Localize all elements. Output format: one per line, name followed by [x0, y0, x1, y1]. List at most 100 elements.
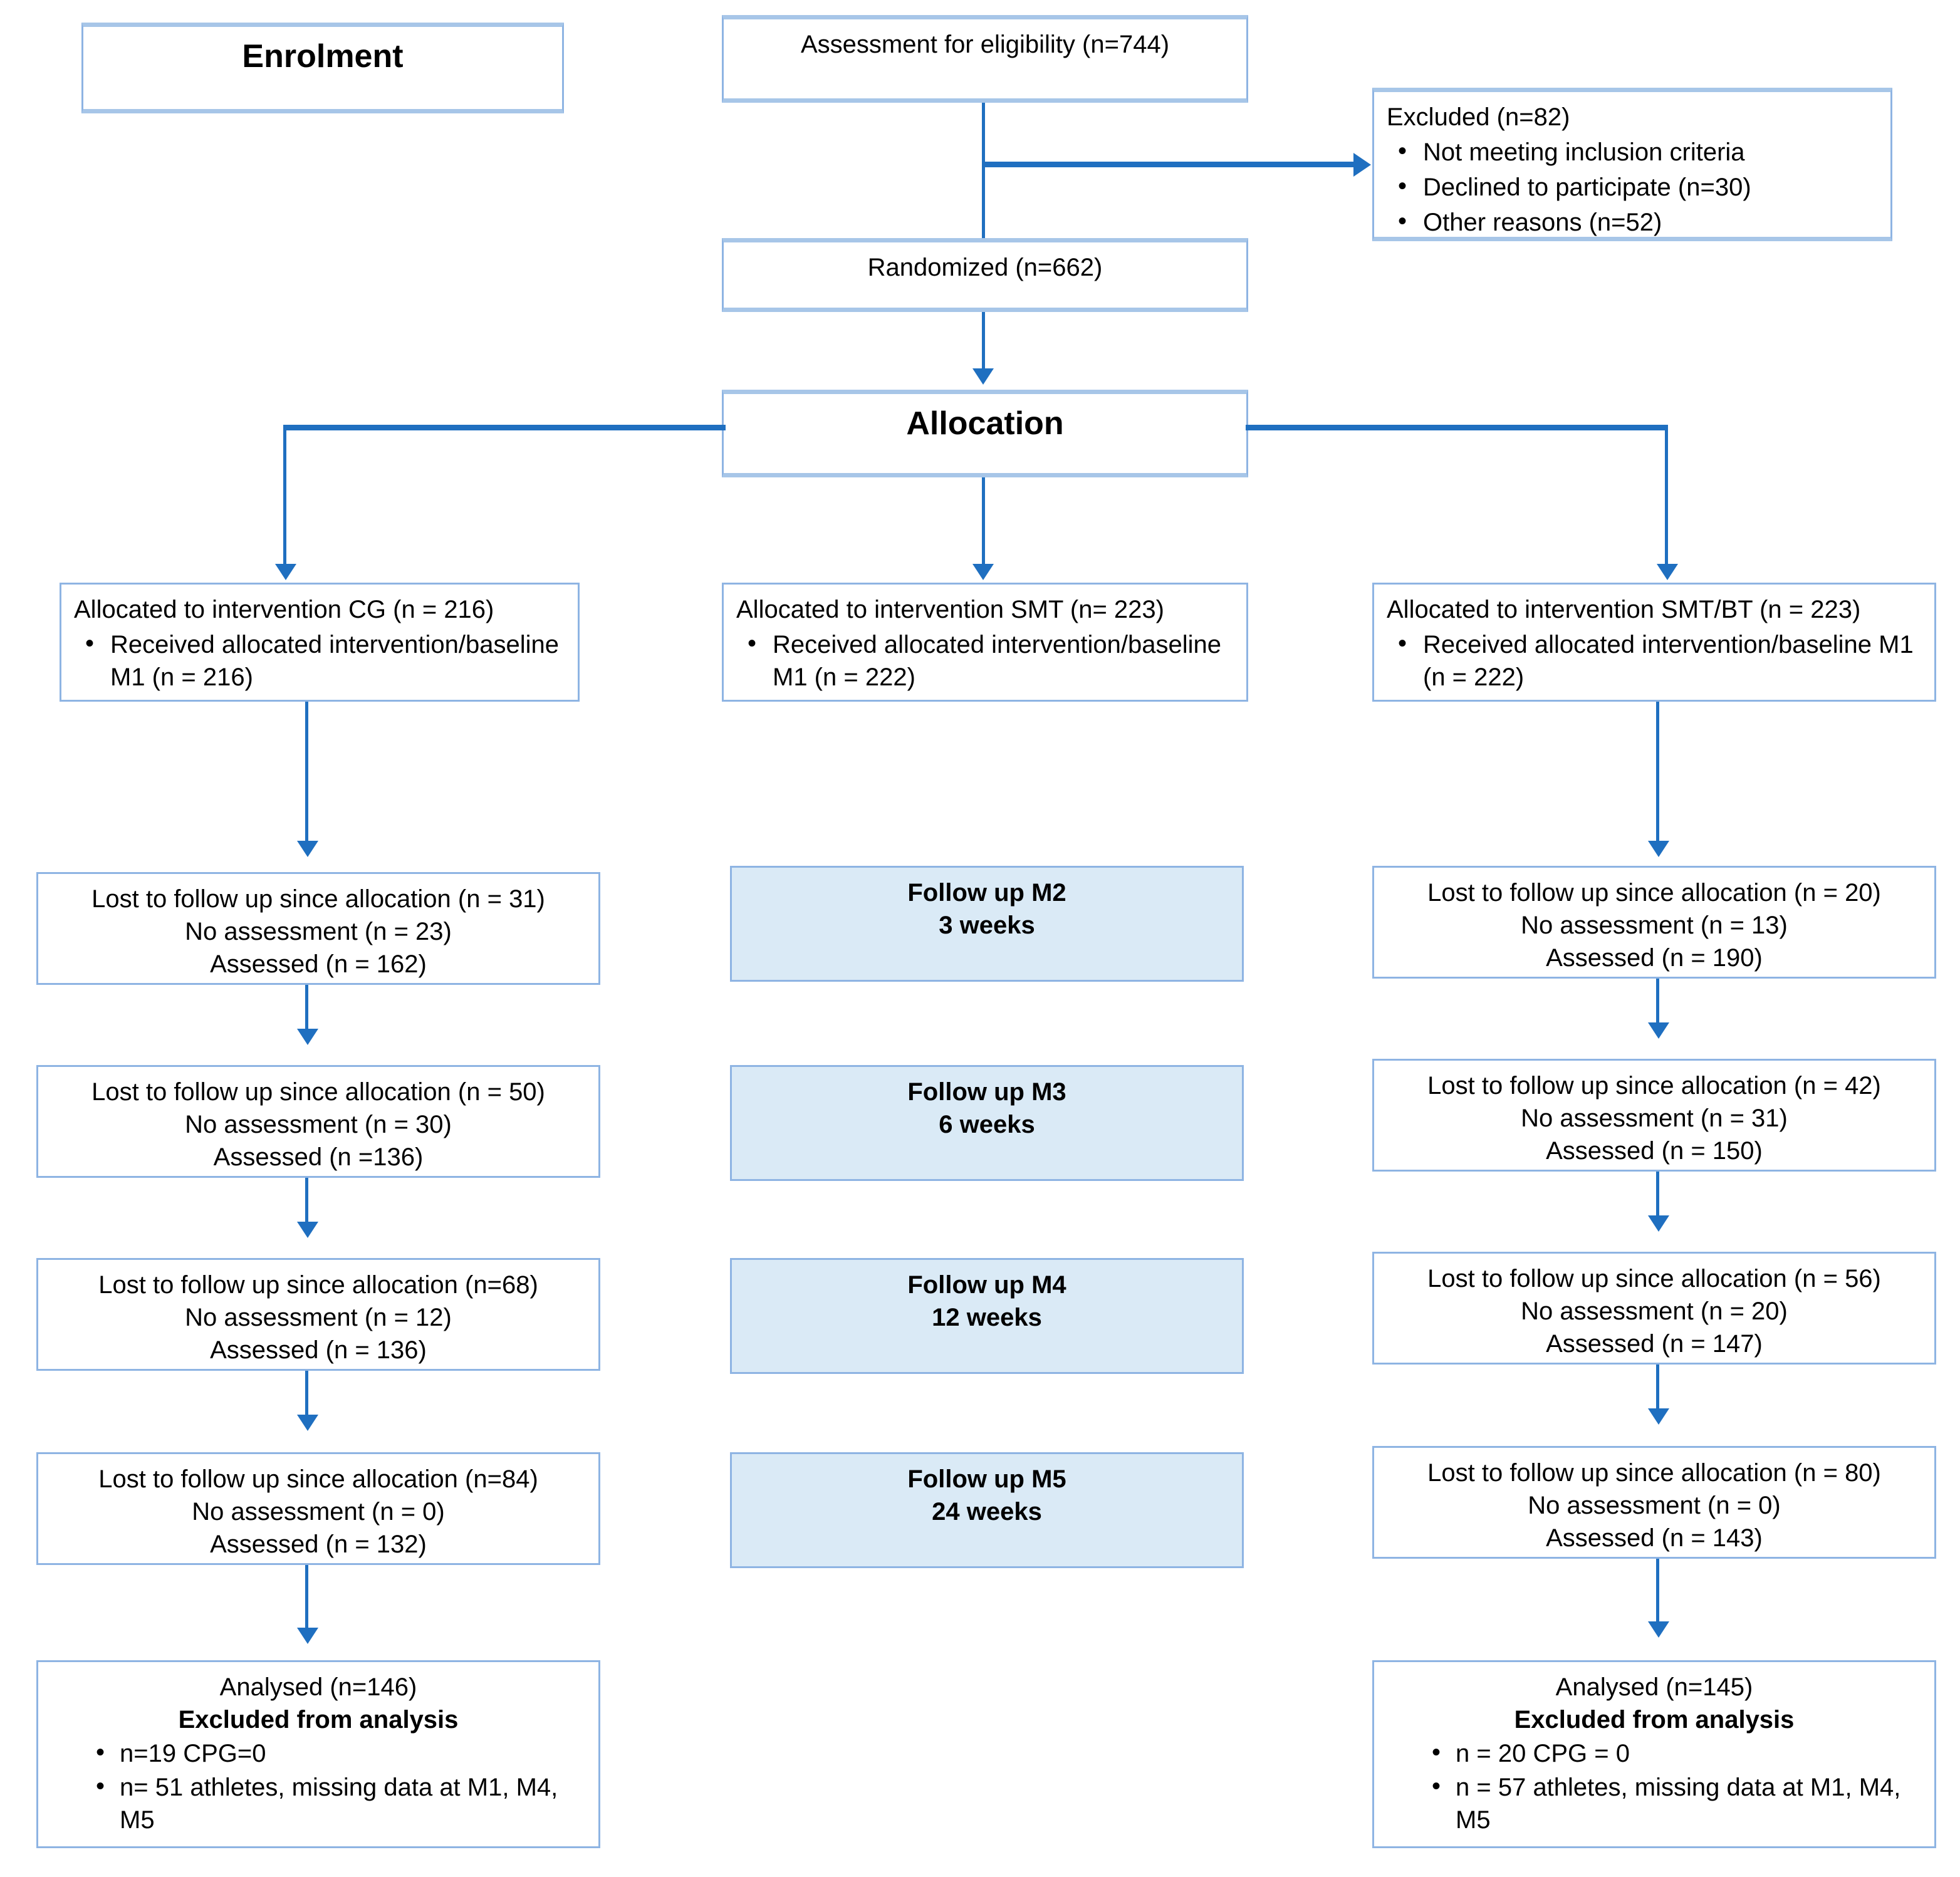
excluded-from-analysis-title: Excluded from analysis: [1514, 1706, 1795, 1734]
followup-m4-center-content: Follow up M4 12 weeks: [732, 1260, 1242, 1343]
followup-time: 6 weeks: [939, 1111, 1035, 1138]
randomized-box: Randomized (n=662): [722, 238, 1248, 312]
followup-m2-center-box: Follow up M2 3 weeks: [730, 866, 1244, 982]
connector-left-m3-to-m4: [305, 1178, 308, 1227]
allocated-smt-content: Allocated to intervention SMT (n= 223) R…: [724, 585, 1246, 705]
no-assessment-text: No assessment (n = 0): [192, 1498, 445, 1526]
list-item: Declined to participate (n=30): [1387, 170, 1878, 204]
followup-m5-right-box: Lost to follow up since allocation (n = …: [1372, 1446, 1936, 1559]
followup-m4-right-content: Lost to follow up since allocation (n = …: [1374, 1254, 1934, 1369]
allocated-cg-title: Allocated to intervention CG (n = 216): [74, 596, 494, 623]
connector-cg-to-m2: [305, 702, 308, 846]
list-item: n = 57 athletes, missing data at M1, M4,…: [1387, 1770, 1922, 1836]
enrolment-stage-label: Enrolment: [242, 38, 404, 75]
assessed-text: Assessed (n = 136): [210, 1336, 427, 1364]
analysed-count-text: Analysed (n=145): [1555, 1673, 1753, 1701]
followup-m3-center-content: Follow up M3 6 weeks: [732, 1067, 1242, 1150]
followup-m2-right-box: Lost to follow up since allocation (n = …: [1372, 866, 1936, 979]
enrolment-stage-box: Enrolment: [81, 23, 564, 113]
connector-left-m2-to-m3: [305, 985, 308, 1034]
connector-randomized-to-allocation: [982, 312, 985, 373]
connector-right-m5-to-analysis: [1656, 1559, 1659, 1626]
connector-right-m2-to-m3-arrowhead: [1648, 1022, 1669, 1039]
followup-label: Follow up M5: [907, 1465, 1066, 1493]
connector-allocation-left-down: [283, 425, 286, 569]
assessed-text: Assessed (n = 147): [1546, 1330, 1763, 1358]
connector-right-m4-to-m5-arrowhead: [1648, 1408, 1669, 1425]
excluded-box: Excluded (n=82) Not meeting inclusion cr…: [1372, 88, 1892, 241]
connector-right-m3-to-m4-arrowhead: [1648, 1215, 1669, 1232]
no-assessment-text: No assessment (n = 13): [1521, 912, 1788, 939]
list-item: Received allocated intervention/baseline…: [1387, 627, 1922, 694]
allocated-smt-title: Allocated to intervention SMT (n= 223): [736, 596, 1164, 623]
lost-to-followup-text: Lost to follow up since allocation (n = …: [91, 885, 545, 913]
assessment-for-eligibility-box: Assessment for eligibility (n=744): [722, 15, 1248, 103]
assessment-for-eligibility-text: Assessment for eligibility (n=744): [800, 31, 1170, 58]
followup-time: 12 weeks: [932, 1304, 1042, 1331]
allocated-smtbt-title: Allocated to intervention SMT/BT (n = 22…: [1387, 596, 1861, 623]
no-assessment-text: No assessment (n = 0): [1528, 1492, 1781, 1519]
connector-allocation-right-down: [1665, 425, 1668, 569]
no-assessment-text: No assessment (n = 12): [185, 1304, 452, 1331]
no-assessment-text: No assessment (n = 23): [185, 918, 452, 945]
list-item: Not meeting inclusion criteria: [1387, 135, 1878, 169]
connector-left-m2-to-m3-arrowhead: [297, 1029, 318, 1045]
followup-m5-center-content: Follow up M5 24 weeks: [732, 1454, 1242, 1537]
allocated-cg-content: Allocated to intervention CG (n = 216) R…: [61, 585, 578, 705]
followup-m2-left-content: Lost to follow up since allocation (n = …: [38, 874, 598, 989]
connector-smtbt-to-m2: [1656, 702, 1659, 846]
followup-m2-center-content: Follow up M2 3 weeks: [732, 868, 1242, 950]
lost-to-followup-text: Lost to follow up since allocation (n = …: [1427, 879, 1881, 907]
list-item: Received allocated intervention/baseline…: [736, 627, 1234, 694]
assessed-text: Assessed (n =136): [213, 1143, 424, 1171]
allocated-smt-box: Allocated to intervention SMT (n= 223) R…: [722, 583, 1248, 702]
followup-m5-left-content: Lost to follow up since allocation (n=84…: [38, 1454, 598, 1569]
allocated-cg-bullets: Received allocated intervention/baseline…: [74, 627, 565, 694]
followup-m2-left-box: Lost to follow up since allocation (n = …: [36, 872, 600, 985]
connector-allocation-left-arrowhead: [275, 564, 296, 580]
lost-to-followup-text: Lost to follow up since allocation (n = …: [1427, 1459, 1881, 1487]
connector-to-excluded-line: [982, 162, 1355, 167]
excluded-reason-list: Not meeting inclusion criteria Declined …: [1387, 135, 1878, 239]
followup-m5-right-content: Lost to follow up since allocation (n = …: [1374, 1448, 1934, 1563]
followup-m2-right-content: Lost to follow up since allocation (n = …: [1374, 868, 1934, 983]
excluded-content: Excluded (n=82) Not meeting inclusion cr…: [1374, 92, 1890, 250]
assessed-text: Assessed (n = 190): [1546, 944, 1763, 972]
connector-allocation-split-left: [283, 425, 726, 430]
followup-m4-left-box: Lost to follow up since allocation (n=68…: [36, 1258, 600, 1371]
analysed-left-content: Analysed (n=146) Excluded from analysis …: [38, 1662, 598, 1846]
connector-left-m4-to-m5: [305, 1371, 308, 1420]
followup-label: Follow up M4: [907, 1271, 1066, 1299]
list-item: n = 20 CPG = 0: [1387, 1736, 1922, 1770]
assessed-text: Assessed (n = 162): [210, 950, 427, 978]
followup-label: Follow up M2: [907, 879, 1066, 907]
connector-allocation-center-down: [982, 477, 985, 569]
allocated-smtbt-box: Allocated to intervention SMT/BT (n = 22…: [1372, 583, 1936, 702]
connector-smtbt-to-m2-arrowhead: [1648, 841, 1669, 857]
followup-m4-right-box: Lost to follow up since allocation (n = …: [1372, 1252, 1936, 1365]
connector-left-m5-to-analysis: [305, 1565, 308, 1633]
followup-m4-center-box: Follow up M4 12 weeks: [730, 1258, 1244, 1374]
assessed-text: Assessed (n = 150): [1546, 1137, 1763, 1165]
connector-left-m4-to-m5-arrowhead: [297, 1415, 318, 1431]
analysed-right-content: Analysed (n=145) Excluded from analysis …: [1374, 1662, 1934, 1846]
allocation-stage-box: Allocation: [722, 390, 1248, 477]
connector-right-m4-to-m5: [1656, 1365, 1659, 1413]
allocated-smtbt-content: Allocated to intervention SMT/BT (n = 22…: [1374, 585, 1934, 705]
allocation-stage-label: Allocation: [906, 405, 1064, 442]
followup-time: 24 weeks: [932, 1498, 1042, 1526]
connector-left-m5-to-analysis-arrowhead: [297, 1628, 318, 1644]
list-item: Other reasons (n=52): [1387, 205, 1878, 239]
analysed-right-box: Analysed (n=145) Excluded from analysis …: [1372, 1660, 1936, 1848]
allocated-smtbt-bullets: Received allocated intervention/baseline…: [1387, 627, 1922, 694]
list-item: n= 51 athletes, missing data at M1, M4, …: [51, 1770, 586, 1836]
connector-allocation-center-arrowhead: [972, 564, 994, 580]
lost-to-followup-text: Lost to follow up since allocation (n = …: [1427, 1072, 1881, 1100]
connector-allocation-right-arrowhead: [1657, 564, 1678, 580]
connector-to-excluded-arrowhead: [1353, 153, 1371, 177]
analysed-left-bullets: n=19 CPG=0 n= 51 athletes, missing data …: [51, 1736, 586, 1836]
followup-label: Follow up M3: [907, 1078, 1066, 1106]
assessed-text: Assessed (n = 143): [1546, 1524, 1763, 1552]
no-assessment-text: No assessment (n = 30): [185, 1111, 452, 1138]
